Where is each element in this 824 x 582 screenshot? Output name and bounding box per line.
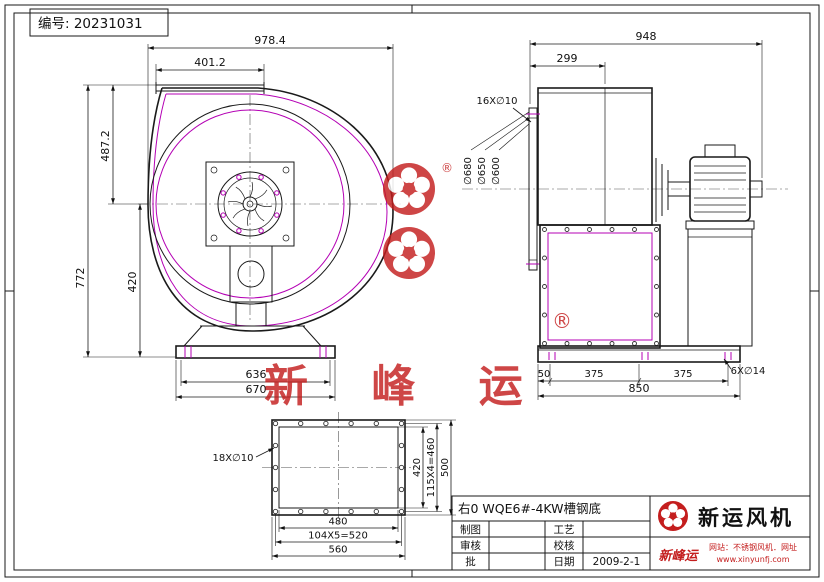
dim-flange-od: ∅680 — [463, 157, 474, 185]
dim-inlet-diameter: ∅600 — [491, 157, 502, 185]
dim-casing-width: 299 — [557, 52, 578, 65]
dim-flange-inner-height: 420 — [412, 458, 423, 477]
dim-axis-height: 420 — [126, 272, 139, 293]
registered-mark: ® — [441, 161, 453, 175]
inlet-diameter-callouts: ∅680 ∅650 ∅600 16X∅10 — [463, 96, 532, 185]
flange-detail-dimensions: 18X∅10 420 115X4=460 500 480 104X5=520 — [212, 419, 456, 560]
outlet-flange-front — [539, 224, 661, 349]
dim-overall-width: 978.4 — [254, 34, 286, 47]
watermark-brand-text: 新 峰 运 — [264, 361, 547, 412]
dim-flange-outer-width: 560 — [328, 545, 347, 556]
dim-outlet-width: 401.2 — [194, 56, 226, 69]
volute-outer-wall — [147, 87, 394, 332]
label-date: 日期 — [554, 556, 575, 568]
front-view-dimensions: 948 299 50 375 375 850 6X∅14 — [529, 30, 766, 400]
motor-pedestal — [687, 228, 753, 347]
dim-front-overall: 948 — [636, 30, 657, 43]
dim-upper-height: 487.2 — [99, 130, 112, 162]
flange-inner — [278, 426, 399, 509]
label-checked: 校核 — [554, 539, 575, 552]
page-border — [4, 4, 820, 578]
motor-shaft-stub — [749, 180, 763, 198]
website-line1: 网站：不锈钢风机．网址 — [709, 542, 797, 552]
dim-bolt-circle: ∅650 — [477, 157, 488, 185]
pedestal-hole — [237, 260, 265, 288]
dim-base-inner: 636 — [246, 368, 267, 381]
dim-base-outer: 670 — [246, 383, 267, 396]
bearing-pedestal — [229, 245, 273, 303]
fan-wheel-icon — [658, 501, 688, 531]
side-view: 978.4 401.2 772 487.2 420 636 670 — [74, 34, 402, 401]
base-frame — [175, 325, 336, 359]
front-view: ∅680 ∅650 ∅600 16X∅10 — [462, 30, 788, 400]
company-name: 新运风机 — [698, 506, 794, 530]
label-approved: 批 — [465, 555, 476, 568]
motor-assembly — [655, 144, 763, 347]
callout-foot-bolts: 6X∅14 — [731, 366, 766, 377]
fan-wheel-icon — [383, 227, 435, 279]
flange-outer — [271, 419, 406, 516]
inlet-circle-inner — [155, 109, 345, 299]
flange-bolt-holes — [272, 420, 405, 515]
dim-base-total: 850 — [629, 382, 650, 395]
volute-inner-wall — [152, 93, 388, 327]
dim-base-seg-b: 375 — [584, 369, 603, 380]
title-block: 右0 WQE6#-4KW槽钢底 制图 工艺 审核 校核 批 日期 2009-2-… — [451, 495, 811, 571]
casing-box — [537, 87, 653, 226]
base-channel — [537, 345, 741, 363]
serial-number: 编号: 20231031 — [38, 16, 143, 32]
flange-detail-view: 18X∅10 420 115X4=460 500 480 104X5=520 — [212, 412, 456, 560]
fan-wheel-icon — [383, 163, 435, 215]
registered-mark: ® — [552, 309, 572, 333]
dim-base-seg-a: 50 — [538, 369, 551, 380]
dim-flange-pitch-v: 115X4=460 — [426, 438, 437, 498]
serial-box: 编号: 20231031 — [29, 8, 169, 37]
callout-inlet-bolts: 16X∅10 — [476, 96, 517, 107]
inlet-circle — [149, 103, 351, 305]
brand-script: 新峰运 — [658, 548, 699, 564]
motor-terminal-box — [704, 144, 736, 158]
callout-flange-bolts: 18X∅10 — [212, 453, 253, 464]
dim-flange-pitch-h: 104X5=520 — [308, 531, 368, 542]
dim-flange-inner-width: 480 — [328, 517, 347, 528]
dim-flange-outer-height: 500 — [440, 458, 451, 477]
label-drafted: 制图 — [460, 523, 481, 536]
product-title: 右0 WQE6#-4KW槽钢底 — [458, 501, 601, 516]
dim-base-seg-c: 375 — [673, 369, 692, 380]
label-reviewed: 审核 — [460, 539, 481, 552]
impeller-hub — [217, 171, 283, 237]
watermark: ® 新 峰 运 ® — [264, 161, 572, 412]
label-process: 工艺 — [554, 524, 575, 536]
side-view-dimensions: 978.4 401.2 772 487.2 420 636 670 — [74, 34, 394, 401]
date-value: 2009-2-1 — [593, 556, 641, 568]
motor-feet — [685, 220, 755, 230]
dim-total-height: 772 — [74, 268, 87, 289]
website-line2: www.xinyunfj.com — [716, 555, 789, 564]
